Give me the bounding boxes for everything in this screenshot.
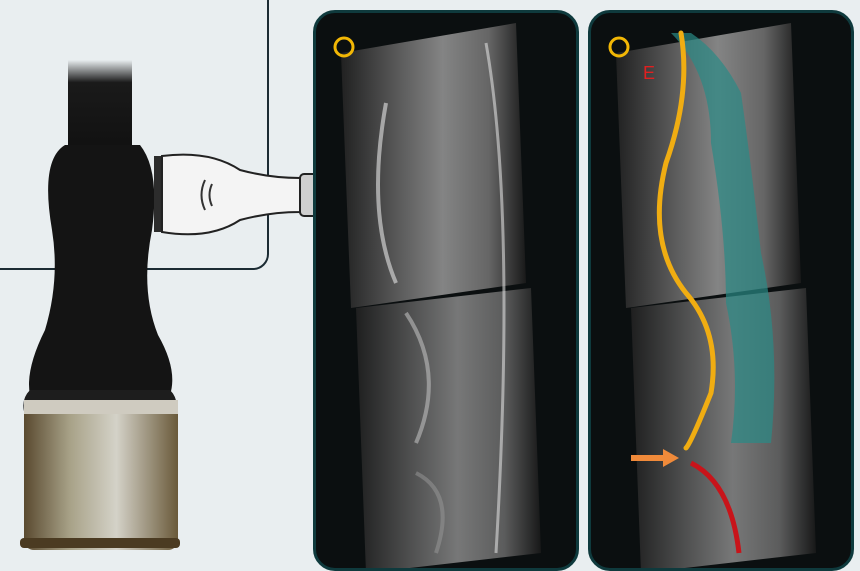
ultrasound-probe-icon: [150, 150, 320, 240]
horse-leg-photo: [0, 50, 200, 560]
ultrasound-panel-raw: [313, 10, 579, 571]
ultrasound-panel-annotated: E: [588, 10, 854, 571]
annotation-label-e: E: [643, 63, 655, 84]
